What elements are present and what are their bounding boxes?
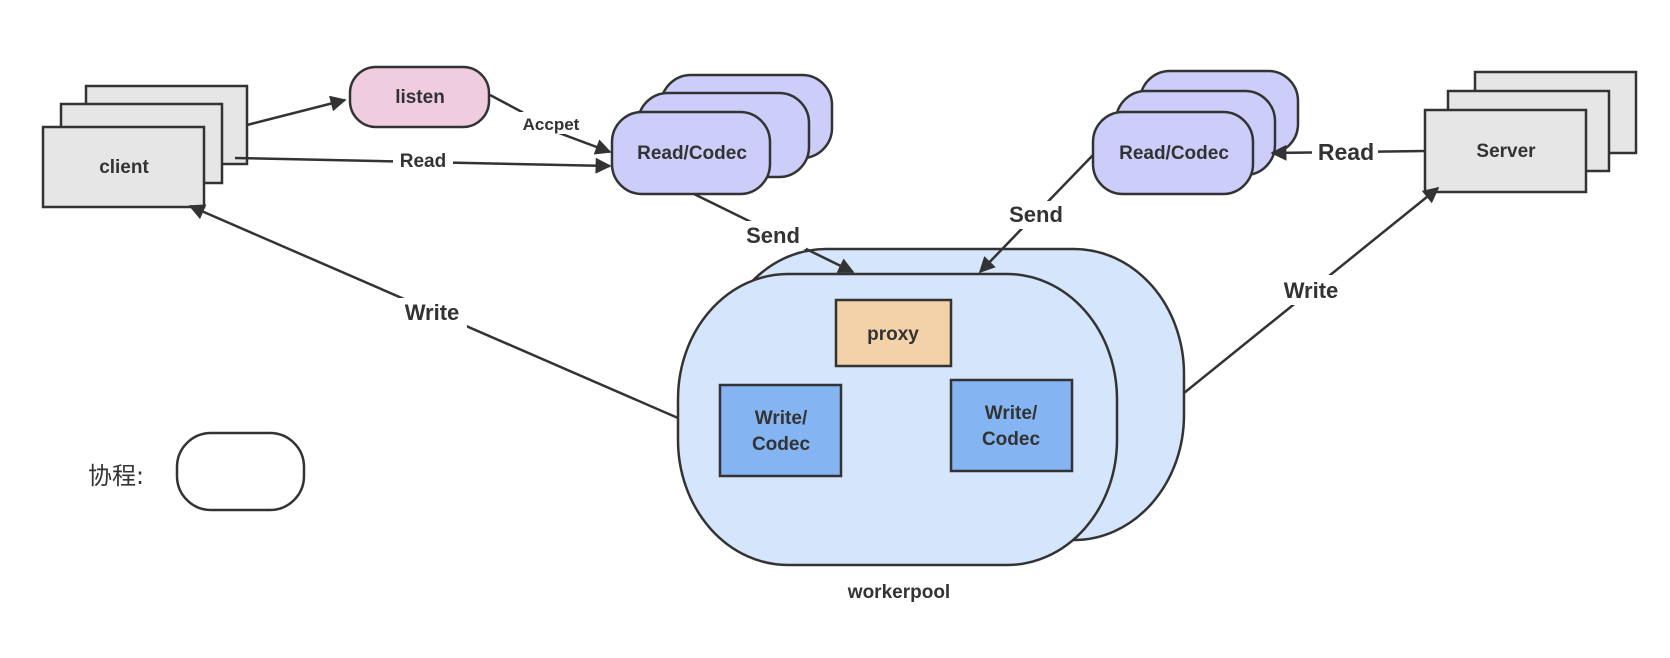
listen-node: listen <box>348 65 491 129</box>
proxy-label: proxy <box>867 324 919 345</box>
write-codec-left-line1: Write/ <box>755 408 808 429</box>
send-left-label: Send <box>746 223 800 248</box>
send-right-label: Send <box>1009 202 1063 227</box>
accept-label: Accpet <box>523 115 580 134</box>
write-left-label-bg <box>397 298 467 328</box>
legend: 协程: <box>88 431 306 512</box>
write-codec-left-node: Write/ Codec <box>718 383 843 478</box>
legend-coroutine-shape <box>175 431 306 512</box>
write-codec-right-line2: Codec <box>982 429 1041 450</box>
read-left-label-bg <box>393 149 453 173</box>
read-right-label: Read <box>1318 139 1374 165</box>
write-right-label: Write <box>1284 278 1339 303</box>
proxy-node: proxy <box>834 298 953 368</box>
write-codec-left-line2: Codec <box>752 434 811 455</box>
read-codec-right-label: Read/Codec <box>1119 143 1229 164</box>
accept-label-bg <box>516 112 586 134</box>
client-node: client <box>41 84 249 209</box>
write-right-label-bg <box>1275 275 1345 305</box>
server-node: Server <box>1423 70 1638 194</box>
legend-label: 协程: <box>88 462 144 490</box>
read-codec-right-node: Read/Codec <box>1091 69 1300 196</box>
read-left-label: Read <box>400 151 446 172</box>
client-to-listen-arrow <box>246 95 347 127</box>
workerpool-label: workerpool <box>847 582 950 603</box>
send-left-label-bg <box>740 221 806 249</box>
server-label: Server <box>1476 141 1536 162</box>
write-left-label: Write <box>405 300 460 325</box>
send-right-label-bg <box>1004 201 1070 229</box>
write-codec-right-line1: Write/ <box>985 403 1038 424</box>
client-label: client <box>99 157 149 178</box>
read-codec-left-label: Read/Codec <box>637 143 747 164</box>
listen-label: listen <box>395 87 445 108</box>
read-codec-left-node: Read/Codec <box>610 73 834 196</box>
write-codec-right-node: Write/ Codec <box>949 378 1074 473</box>
read-right-label-bg <box>1312 138 1378 168</box>
